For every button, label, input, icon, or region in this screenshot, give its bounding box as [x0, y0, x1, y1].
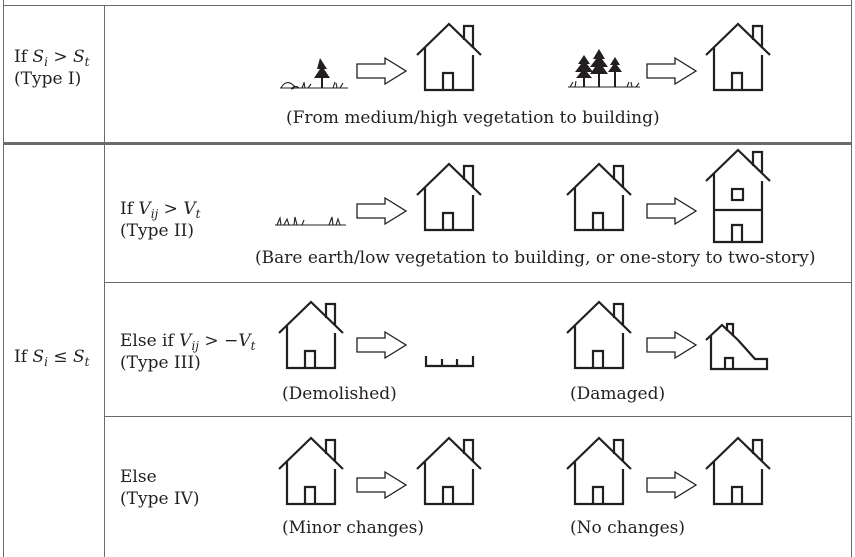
- house-icon: [566, 436, 632, 506]
- condition-sub: t: [250, 339, 256, 353]
- caption-demolished: (Demolished): [282, 384, 397, 404]
- condition-type-4: Else (Type IV): [120, 466, 200, 510]
- right-arrow-icon: [646, 330, 698, 360]
- right-arrow-icon: [646, 196, 698, 226]
- condition-sub: i: [44, 355, 48, 369]
- condition-sub: i: [44, 55, 48, 69]
- condition-var: V: [179, 331, 192, 351]
- condition-sub: ij: [150, 207, 159, 221]
- table-border-right: [851, 0, 852, 557]
- house-icon: [416, 22, 482, 92]
- type-label: (Type II): [120, 221, 194, 241]
- tree-icon: [280, 58, 348, 90]
- type-label: (Type I): [14, 69, 82, 89]
- caption-damaged: (Damaged): [570, 384, 666, 404]
- right-arrow-icon: [646, 470, 698, 500]
- condition-var: S: [72, 47, 85, 67]
- grass-icon: [275, 215, 346, 226]
- house-icon: [416, 162, 482, 232]
- condition-operator: > −: [199, 331, 239, 351]
- house-icon: [705, 22, 771, 92]
- caption-minor-changes: (Minor changes): [282, 518, 425, 538]
- caption-veg-to-building: (From medium/high vegetation to building…: [286, 108, 660, 128]
- trees-icon: [568, 49, 640, 88]
- table-border-left: [3, 0, 4, 557]
- damaged-house-icon: [705, 322, 769, 371]
- condition-var: V: [183, 199, 196, 219]
- condition-var: S: [32, 347, 45, 367]
- right-arrow-icon: [356, 330, 408, 360]
- row-divider: [104, 282, 852, 283]
- condition-sub: ij: [191, 339, 200, 353]
- right-arrow-icon: [356, 470, 408, 500]
- house-icon: [278, 300, 344, 370]
- house-icon: [416, 436, 482, 506]
- two-story-house-icon: [705, 148, 771, 244]
- caption-no-changes: (No changes): [570, 518, 685, 538]
- condition-sub: t: [84, 355, 90, 369]
- condition-type-1: If Si > St (Type I): [14, 46, 89, 90]
- condition-sub: t: [195, 207, 201, 221]
- house-icon: [278, 436, 344, 506]
- condition-prefix: Else if: [120, 331, 180, 351]
- right-arrow-icon: [356, 56, 408, 86]
- right-arrow-icon: [646, 56, 698, 86]
- condition-var: V: [138, 199, 151, 219]
- condition-operator: >: [158, 199, 184, 219]
- type-label: (Type III): [120, 353, 201, 373]
- condition-outer: If Si ≤ St: [14, 346, 89, 368]
- condition-type-3: Else if Vij > −Vt (Type III): [120, 330, 255, 374]
- column-divider: [104, 5, 105, 557]
- condition-prefix: Else: [120, 467, 157, 487]
- condition-var: V: [238, 331, 251, 351]
- row-divider: [104, 416, 852, 417]
- condition-prefix: If: [120, 199, 139, 219]
- table-border-top: [3, 5, 852, 6]
- demolished-foundation-icon: [424, 356, 475, 368]
- house-icon: [566, 162, 632, 232]
- house-icon: [705, 436, 771, 506]
- condition-var: S: [72, 347, 85, 367]
- condition-type-2: If Vij > Vt (Type II): [120, 198, 200, 242]
- caption-bare-to-building: (Bare earth/low vegetation to building, …: [255, 248, 816, 268]
- right-arrow-icon: [356, 196, 408, 226]
- condition-sub: t: [84, 55, 90, 69]
- condition-prefix: If: [14, 47, 33, 67]
- condition-prefix: If: [14, 347, 33, 367]
- house-icon: [566, 300, 632, 370]
- condition-var: S: [32, 47, 45, 67]
- row-divider: [3, 142, 852, 145]
- condition-operator: ≤: [47, 347, 73, 367]
- condition-operator: >: [47, 47, 73, 67]
- type-label: (Type IV): [120, 489, 200, 509]
